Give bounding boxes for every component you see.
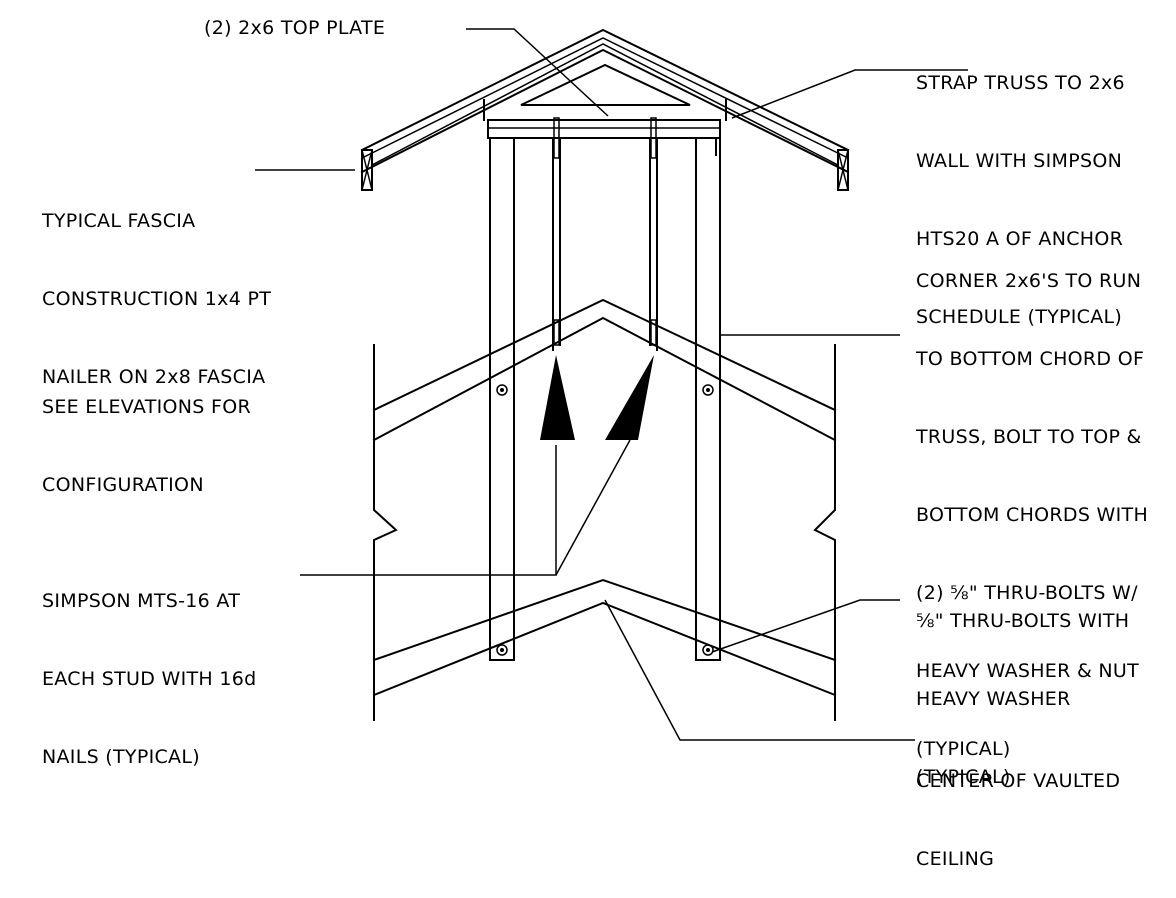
corner-label: CORNER 2x6'S TO RUN TO BOTTOM CHORD OF T… <box>916 216 1148 788</box>
corner-label-line: BOTTOM CHORDS WITH <box>916 504 1149 526</box>
elevations-label-line: CONFIGURATION <box>42 474 204 496</box>
mts-label-line: NAILS (TYPICAL) <box>42 746 200 768</box>
roof-rafters <box>360 28 850 174</box>
thru-bolts-label-line: HEAVY WASHER <box>916 688 1071 710</box>
wall-right <box>813 344 836 721</box>
upper-ceiling-chord <box>372 298 837 442</box>
strap-label-line: SCHEDULE (TYPICAL) <box>916 306 1123 328</box>
corner-stud-left <box>489 137 515 661</box>
fascia-right <box>837 149 849 191</box>
mts-arrows <box>540 355 654 440</box>
strap-label: STRAP TRUSS TO 2x6 WALL WITH SIMPSON HTS… <box>916 18 1125 356</box>
strap-label-line: WALL WITH SIMPSON <box>916 150 1123 172</box>
gable-vent-triangle <box>520 63 691 106</box>
lower-ceiling-chord <box>372 578 837 697</box>
mts-label: SIMPSON MTS-16 AT EACH STUD WITH 16d NAI… <box>42 536 256 796</box>
framing-detail-drawing <box>255 28 968 741</box>
mts-label-line: EACH STUD WITH 16d <box>42 668 257 690</box>
leader-lines <box>255 28 968 741</box>
corner-label-line: (2) ⅝" THRU-BOLTS W/ <box>916 582 1138 604</box>
elevations-label-line: SEE ELEVATIONS FOR <box>42 396 251 418</box>
fascia-label-line: TYPICAL FASCIA <box>42 210 196 232</box>
fascia-label-line: NAILER ON 2x8 FASCIA <box>42 366 266 388</box>
corner-label-line: CORNER 2x6'S TO RUN <box>916 270 1142 292</box>
elevations-label: SEE ELEVATIONS FOR CONFIGURATION <box>42 342 251 524</box>
vaulted-label-line: CENTER OF VAULTED <box>916 770 1121 792</box>
corner-label-line: TO BOTTOM CHORD OF <box>916 348 1145 370</box>
corner-label-line: (TYPICAL) <box>916 738 1011 760</box>
top-plate-label: (2) 2x6 TOP PLATE <box>204 17 386 39</box>
thru-bolts <box>496 384 714 656</box>
fascia-label-line: CONSTRUCTION 1x4 PT <box>42 288 272 310</box>
corner-label-line: HEAVY WASHER & NUT <box>916 660 1140 682</box>
vaulted-label-line: CEILING <box>916 848 995 870</box>
thru-bolts-label-line: ⅝" THRU-BOLTS WITH <box>916 610 1130 632</box>
corner-stud-right <box>695 137 721 661</box>
strap-label-line: HTS20 A OF ANCHOR <box>916 228 1124 250</box>
wall-left <box>373 344 398 721</box>
mts-label-line: SIMPSON MTS-16 AT <box>42 590 241 612</box>
strap-label-line: STRAP TRUSS TO 2x6 <box>916 72 1125 94</box>
corner-label-line: TRUSS, BOLT TO TOP & <box>916 426 1142 448</box>
vaulted-label: CENTER OF VAULTED CEILING <box>916 716 1120 898</box>
interior-studs <box>552 117 658 351</box>
fascia-left <box>361 149 373 191</box>
top-plate <box>483 99 727 156</box>
fascia-label: TYPICAL FASCIA CONSTRUCTION 1x4 PT NAILE… <box>42 156 271 416</box>
